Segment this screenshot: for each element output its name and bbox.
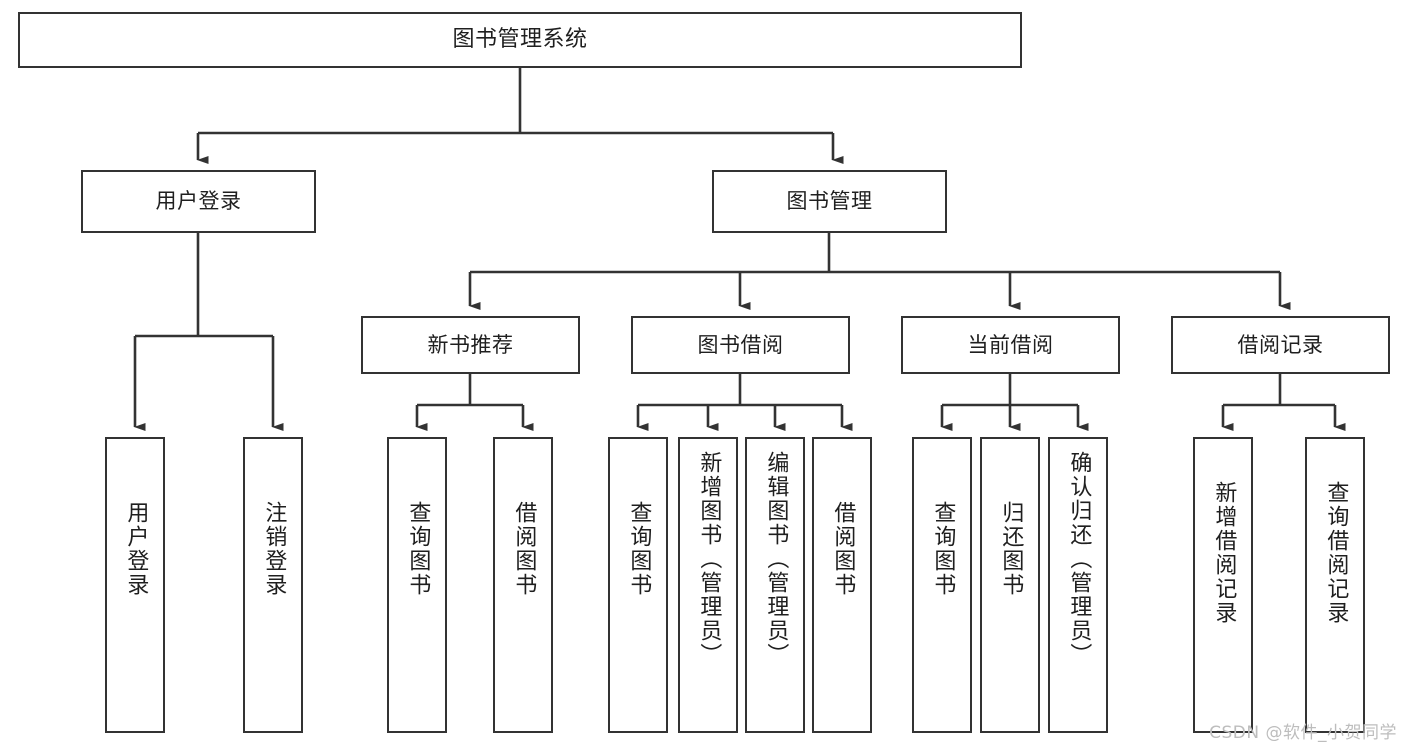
node-root-system[interactable]: 图书管理系统: [18, 12, 1022, 68]
node-label: 新书推荐: [427, 332, 514, 357]
node-book-borrow[interactable]: 图书借阅: [631, 316, 850, 374]
node-new-book-recommend[interactable]: 新书推荐: [361, 316, 580, 374]
leaf-borrow-record-query[interactable]: 查询借阅记录: [1305, 437, 1365, 733]
node-label: 查询借阅记录: [1323, 481, 1349, 625]
node-label: 借阅图书: [830, 501, 856, 597]
node-label: 图书管理: [786, 189, 873, 214]
node-label: 图书借阅: [697, 332, 784, 357]
leaf-current-borrow-return[interactable]: 归还图书: [980, 437, 1040, 733]
node-book-management[interactable]: 图书管理: [712, 170, 947, 233]
node-label: 当前借阅: [967, 332, 1054, 357]
leaf-new-book-query[interactable]: 查询图书: [387, 437, 447, 733]
leaf-new-book-borrow[interactable]: 借阅图书: [493, 437, 553, 733]
node-label: 用户登录: [123, 501, 149, 597]
node-label: 查询图书: [626, 501, 652, 597]
node-label: 新增借阅记录: [1211, 481, 1237, 625]
leaf-current-borrow-query[interactable]: 查询图书: [912, 437, 972, 733]
node-label: 新增图书（管理员）: [696, 451, 722, 667]
node-label: 归还图书: [998, 501, 1024, 597]
node-label: 借阅图书: [511, 501, 537, 597]
node-label: 查询图书: [930, 501, 956, 597]
node-label: 查询图书: [405, 501, 431, 597]
node-label: 确认归还（管理员）: [1066, 451, 1092, 667]
leaf-book-borrow-borrow[interactable]: 借阅图书: [812, 437, 872, 733]
node-label: 图书管理系统: [452, 27, 588, 53]
node-borrow-record[interactable]: 借阅记录: [1171, 316, 1390, 374]
leaf-book-borrow-edit[interactable]: 编辑图书（管理员）: [745, 437, 805, 733]
node-current-borrow[interactable]: 当前借阅: [901, 316, 1120, 374]
node-user-login[interactable]: 用户登录: [81, 170, 316, 233]
leaf-user-login-logout[interactable]: 注销登录: [243, 437, 303, 733]
leaf-user-login-login[interactable]: 用户登录: [105, 437, 165, 733]
node-label: 注销登录: [261, 501, 287, 597]
node-label: 借阅记录: [1237, 332, 1324, 357]
leaf-book-borrow-query[interactable]: 查询图书: [608, 437, 668, 733]
leaf-current-borrow-confirm[interactable]: 确认归还（管理员）: [1048, 437, 1108, 733]
leaf-book-borrow-add[interactable]: 新增图书（管理员）: [678, 437, 738, 733]
leaf-borrow-record-add[interactable]: 新增借阅记录: [1193, 437, 1253, 733]
node-label: 编辑图书（管理员）: [763, 451, 789, 667]
node-label: 用户登录: [155, 189, 242, 214]
